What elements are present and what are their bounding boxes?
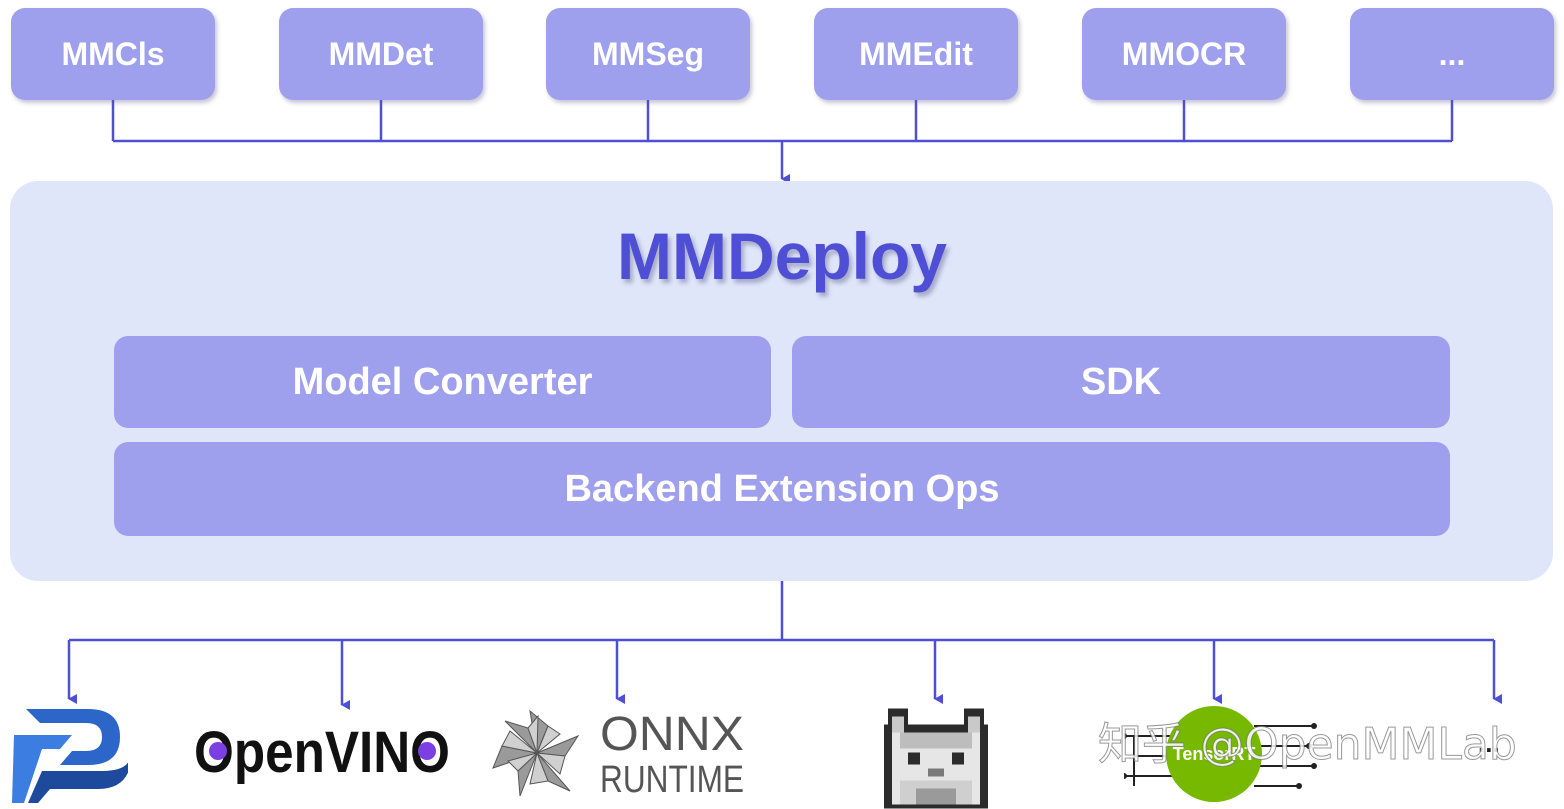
backend-more: ... bbox=[1478, 728, 1500, 758]
codebase-mmdet: MMDet bbox=[279, 8, 483, 100]
onnx-runtime-logo-icon bbox=[492, 709, 580, 797]
watermark: 知乎 @OpenMMLab bbox=[1098, 719, 1518, 771]
onnx-text: ONNX bbox=[600, 708, 744, 761]
backend-extension-ops-box: Backend Extension Ops bbox=[114, 442, 1450, 536]
model-converter-box: Model Converter bbox=[114, 336, 771, 428]
ncnn-logo-icon bbox=[884, 708, 988, 809]
tensorrt-logo-icon: TensorRT bbox=[1124, 706, 1317, 802]
codebase-mmocr: MMOCR bbox=[1082, 8, 1286, 100]
mmdeploy-title: MMDeploy bbox=[617, 219, 947, 293]
codebase-mmseg: MMSeg bbox=[546, 8, 750, 100]
onnx-runtime-wordmark: ONNX RUNTIME bbox=[600, 706, 750, 803]
paddle-logo-icon bbox=[12, 709, 128, 803]
openvino-logo-text: OpenVINO bbox=[194, 720, 450, 785]
runtime-text: RUNTIME bbox=[600, 759, 744, 798]
openvino-logo-icon: OpenVINO bbox=[194, 718, 456, 793]
codebase-more: ... bbox=[1350, 8, 1554, 100]
codebase-mmedit: MMEdit bbox=[814, 8, 1018, 100]
sdk-box: SDK bbox=[792, 336, 1450, 428]
tensorrt-text: TensorRT bbox=[1173, 744, 1256, 764]
codebase-mmcls: MMCls bbox=[11, 8, 215, 100]
